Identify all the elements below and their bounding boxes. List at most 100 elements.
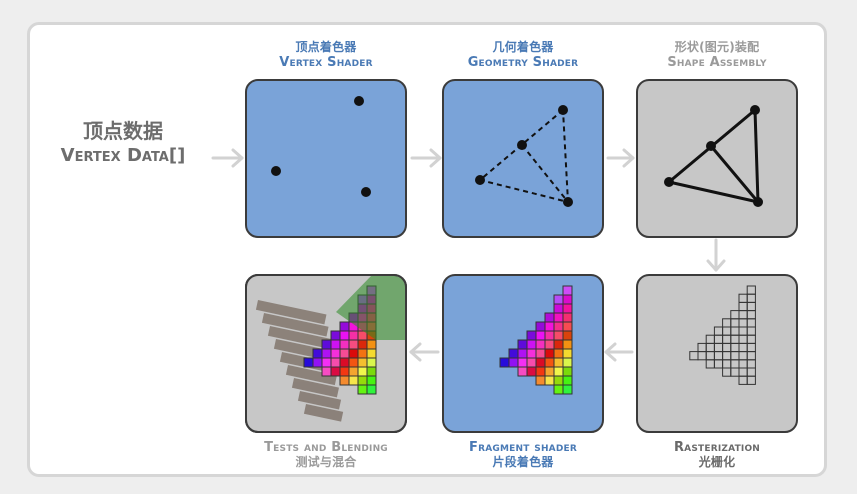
grid-cell bbox=[553, 330, 564, 341]
rasterization-label: Rasterization 光栅化 bbox=[627, 440, 807, 470]
grid-cell bbox=[553, 312, 564, 323]
grey-stair-step bbox=[267, 326, 331, 349]
arrow-shape-to-raster bbox=[706, 238, 726, 272]
fragment-shader-label-en: Fragment shader bbox=[469, 440, 577, 455]
grid-cell bbox=[544, 375, 555, 386]
grey-stair-step bbox=[291, 378, 339, 398]
grid-cell bbox=[339, 357, 350, 368]
rasterization-box bbox=[636, 274, 798, 433]
grid-cell bbox=[562, 375, 573, 386]
grid-cell bbox=[321, 366, 332, 377]
grid-cell bbox=[562, 303, 573, 314]
grid-cell bbox=[526, 348, 537, 359]
vertex-data-label-en: Vertex Data[] bbox=[60, 145, 186, 166]
grid-cell bbox=[357, 366, 368, 377]
grid-cell bbox=[553, 384, 564, 395]
grid-cell bbox=[339, 366, 350, 377]
grid-cell bbox=[535, 348, 546, 359]
grid-cell bbox=[535, 357, 546, 368]
grid-cell bbox=[366, 366, 377, 377]
shape-assembly-label: 形状(图元)装配 Shape Assembly bbox=[627, 40, 807, 70]
arrow-vertexshader-to-geometry bbox=[410, 148, 442, 168]
grid-cell bbox=[562, 366, 573, 377]
grid-cell bbox=[526, 339, 537, 350]
grid-cell bbox=[553, 294, 564, 305]
grid-cell bbox=[526, 366, 537, 377]
geometry-shader-label: 几何着色器 Geometry Shader bbox=[433, 40, 613, 70]
grid-cell bbox=[330, 348, 341, 359]
grid-cell bbox=[339, 321, 350, 332]
grid-cell bbox=[348, 348, 359, 359]
grid-cell bbox=[321, 339, 332, 350]
grid-cell bbox=[348, 330, 359, 341]
grid-cell bbox=[562, 312, 573, 323]
shape-assembly-label-zh: 形状(图元)装配 bbox=[674, 40, 760, 54]
grid-cell bbox=[705, 359, 715, 369]
grid-cell bbox=[366, 339, 377, 350]
grid-cell bbox=[366, 384, 377, 395]
assembled-triangle bbox=[664, 105, 763, 207]
grid-cell bbox=[348, 357, 359, 368]
vertex-data-label-zh: 顶点数据 bbox=[83, 119, 163, 143]
grid-cell bbox=[517, 366, 528, 377]
grid-cell bbox=[553, 366, 564, 377]
vertex-shader-label-zh: 顶点着色器 bbox=[295, 40, 357, 54]
grid-cell bbox=[366, 375, 377, 386]
blending-overlay bbox=[245, 274, 407, 433]
geometry-dashed-triangle bbox=[475, 105, 573, 207]
grid-cell bbox=[553, 375, 564, 386]
geometry-shader-box bbox=[442, 79, 604, 238]
grid-cell bbox=[357, 384, 368, 395]
vertex-points bbox=[271, 96, 371, 197]
grid-cell bbox=[562, 339, 573, 350]
grid-cell bbox=[553, 303, 564, 314]
arrow-raster-to-fragment bbox=[604, 342, 634, 362]
grid-cell bbox=[517, 348, 528, 359]
vertex-shader-label: 顶点着色器 Vertex Shader bbox=[246, 40, 406, 70]
shape-assembly-box bbox=[636, 79, 798, 238]
vertex-data-label: 顶点数据 Vertex Data[] bbox=[48, 118, 198, 168]
grey-stair-step bbox=[255, 300, 327, 325]
grid-cell bbox=[357, 348, 368, 359]
grid-cell bbox=[517, 339, 528, 350]
grid-cell bbox=[562, 330, 573, 341]
raster-grid bbox=[689, 285, 756, 385]
tests-blending-label: Tests and Blending 测试与混合 bbox=[226, 440, 426, 470]
grid-cell bbox=[357, 339, 368, 350]
grid-cell bbox=[562, 357, 573, 368]
grid-cell bbox=[321, 348, 332, 359]
grid-cell bbox=[303, 357, 314, 368]
grid-cell bbox=[526, 357, 537, 368]
grid-cell bbox=[553, 339, 564, 350]
grey-stair-step bbox=[303, 403, 344, 422]
grid-cell bbox=[339, 348, 350, 359]
grid-cell bbox=[330, 330, 341, 341]
grid-cell bbox=[544, 321, 555, 332]
rasterization-label-zh: 光栅化 bbox=[698, 455, 736, 469]
grid-cell bbox=[553, 357, 564, 368]
grid-cell bbox=[348, 366, 359, 377]
grid-cell bbox=[689, 351, 699, 361]
tests-blending-label-zh: 测试与混合 bbox=[295, 455, 357, 469]
rasterization-label-en: Rasterization bbox=[673, 440, 761, 455]
grid-cell bbox=[366, 348, 377, 359]
grid-cell bbox=[562, 294, 573, 305]
grid-cell bbox=[339, 375, 350, 386]
grid-cell bbox=[562, 348, 573, 359]
fragment-shader-label-zh: 片段着色器 bbox=[492, 455, 554, 469]
grid-cell bbox=[544, 357, 555, 368]
grid-cell bbox=[330, 339, 341, 350]
occluding-green-shape bbox=[336, 276, 405, 340]
grid-cell bbox=[535, 330, 546, 341]
grid-cell bbox=[321, 357, 332, 368]
grid-cell bbox=[535, 366, 546, 377]
vertex-shader-label-en: Vertex Shader bbox=[279, 55, 373, 70]
grid-cell bbox=[330, 357, 341, 368]
grid-cell bbox=[366, 357, 377, 368]
grid-cell bbox=[508, 348, 519, 359]
grid-cell bbox=[357, 357, 368, 368]
grid-cell bbox=[357, 375, 368, 386]
tests-blending-label-en: Tests and Blending bbox=[264, 440, 388, 455]
grid-cell bbox=[312, 357, 323, 368]
